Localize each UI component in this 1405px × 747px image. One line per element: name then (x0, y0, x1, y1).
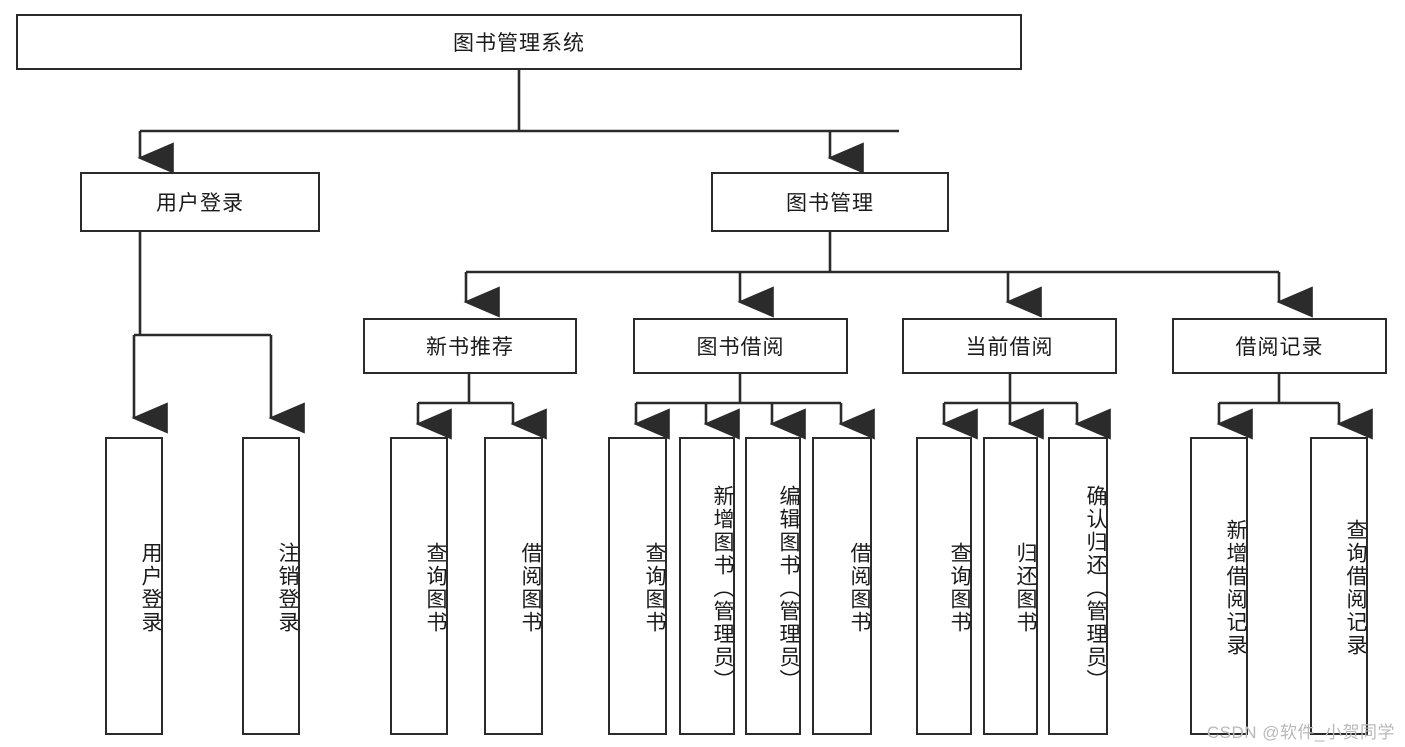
node-label: 图书借阅 (696, 336, 785, 359)
node-label: 确认归还（管理员） (1084, 484, 1107, 692)
leaf-new-book-query[interactable]: 查询图书 (390, 437, 448, 735)
node-user-login[interactable]: 用户登录 (80, 172, 320, 232)
leaf-book-borrow-query[interactable]: 查询图书 (608, 437, 667, 735)
node-label: 新增图书（管理员） (711, 484, 734, 692)
node-label: 归还图书 (1014, 542, 1037, 634)
leaf-borrow-record-add[interactable]: 新增借阅记录 (1190, 437, 1248, 735)
node-label: 借阅图书 (848, 542, 871, 634)
leaf-book-borrow-add[interactable]: 新增图书（管理员） (679, 437, 735, 735)
leaf-book-borrow-borrow[interactable]: 借阅图书 (812, 437, 872, 735)
leaf-current-borrow-confirm-return[interactable]: 确认归还（管理员） (1048, 437, 1108, 735)
node-new-book-recommend[interactable]: 新书推荐 (363, 318, 577, 374)
node-label: 查询图书 (643, 542, 666, 634)
node-label: 新增借阅记录 (1224, 519, 1247, 657)
node-label: 借阅记录 (1235, 336, 1324, 359)
node-label: 新书推荐 (426, 336, 514, 359)
node-label: 图书管理系统 (453, 32, 585, 55)
node-root-system[interactable]: 图书管理系统 (16, 14, 1022, 70)
leaf-book-borrow-edit[interactable]: 编辑图书（管理员） (745, 437, 801, 735)
node-label: 用户登录 (139, 542, 162, 634)
watermark-text: CSDN @软件_小贺同学 (1206, 723, 1395, 742)
node-label: 查询借阅记录 (1344, 519, 1367, 657)
leaf-user-login-logout[interactable]: 注销登录 (242, 437, 300, 735)
node-label: 编辑图书（管理员） (777, 484, 800, 692)
node-book-management[interactable]: 图书管理 (711, 172, 949, 232)
leaf-new-book-borrow[interactable]: 借阅图书 (484, 437, 543, 735)
leaf-user-login-login[interactable]: 用户登录 (105, 437, 163, 735)
node-label: 查询图书 (424, 542, 447, 634)
node-label: 当前借阅 (965, 336, 1054, 359)
node-label: 图书管理 (786, 192, 874, 215)
node-label: 注销登录 (276, 542, 299, 634)
leaf-current-borrow-query[interactable]: 查询图书 (916, 437, 972, 735)
leaf-borrow-record-query[interactable]: 查询借阅记录 (1310, 437, 1368, 735)
node-label: 用户登录 (156, 192, 244, 215)
node-current-borrow[interactable]: 当前借阅 (902, 318, 1117, 374)
node-book-borrow[interactable]: 图书借阅 (633, 318, 848, 374)
node-label: 借阅图书 (519, 542, 542, 634)
leaf-current-borrow-return[interactable]: 归还图书 (983, 437, 1038, 735)
node-label: 查询图书 (948, 542, 971, 634)
node-borrow-record[interactable]: 借阅记录 (1172, 318, 1387, 374)
